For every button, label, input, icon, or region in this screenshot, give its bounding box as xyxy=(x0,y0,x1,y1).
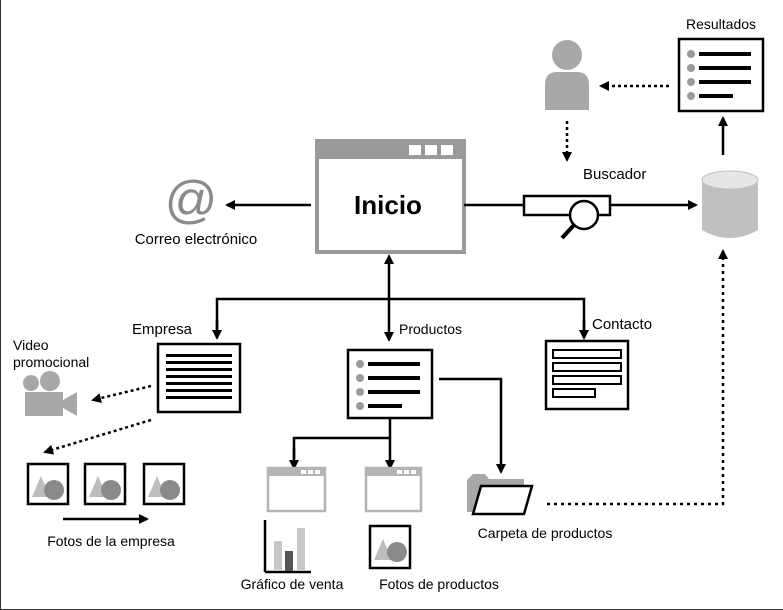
video-label-line1: Video xyxy=(13,337,49,353)
photo-icon xyxy=(142,462,186,506)
contacto-label: Contacto xyxy=(592,316,652,333)
chart-window-icon xyxy=(266,466,327,513)
sales-chart-label: Gráfico de venta xyxy=(241,576,344,592)
arrow-empresa-to-video xyxy=(91,384,152,403)
contact-form-icon xyxy=(544,339,630,411)
results-label: Resultados xyxy=(686,16,756,32)
productos-label: Productos xyxy=(399,321,462,337)
results-list-icon xyxy=(677,37,765,113)
email-label: Correo electrónico xyxy=(135,231,258,248)
inicio-window: Inicio xyxy=(315,139,466,254)
arrow-empresa-to-photos xyxy=(43,418,152,455)
photos-window-icon xyxy=(364,466,423,513)
productos-list-icon xyxy=(346,348,434,420)
user-icon xyxy=(545,40,589,110)
company-photos-label: Fotos de la empresa xyxy=(47,533,175,549)
photo-icon xyxy=(83,462,127,506)
empresa-page-icon xyxy=(156,342,242,414)
arrow-to-carpeta xyxy=(439,377,506,474)
photo-icon xyxy=(26,462,70,506)
bar-chart-icon xyxy=(263,520,311,574)
search-bar-icon xyxy=(522,194,612,240)
video-label-line2: promocional xyxy=(13,354,89,370)
photo-icon xyxy=(368,524,412,570)
branch-line xyxy=(215,297,586,336)
folder-icon xyxy=(467,474,534,516)
empresa-label: Empresa xyxy=(132,321,193,338)
inicio-label: Inicio xyxy=(354,190,422,220)
product-folder-label: Carpeta de productos xyxy=(478,525,613,541)
database-icon xyxy=(701,170,759,238)
product-photos-label: Fotos de productos xyxy=(379,576,499,592)
search-label: Buscador xyxy=(583,166,646,183)
productos-branch xyxy=(292,436,390,459)
arrow-folder-to-database xyxy=(547,249,728,506)
video-camera-icon xyxy=(23,371,77,416)
email-node: @ Correo electrónico xyxy=(135,171,258,248)
at-sign-icon: @ xyxy=(165,171,218,229)
